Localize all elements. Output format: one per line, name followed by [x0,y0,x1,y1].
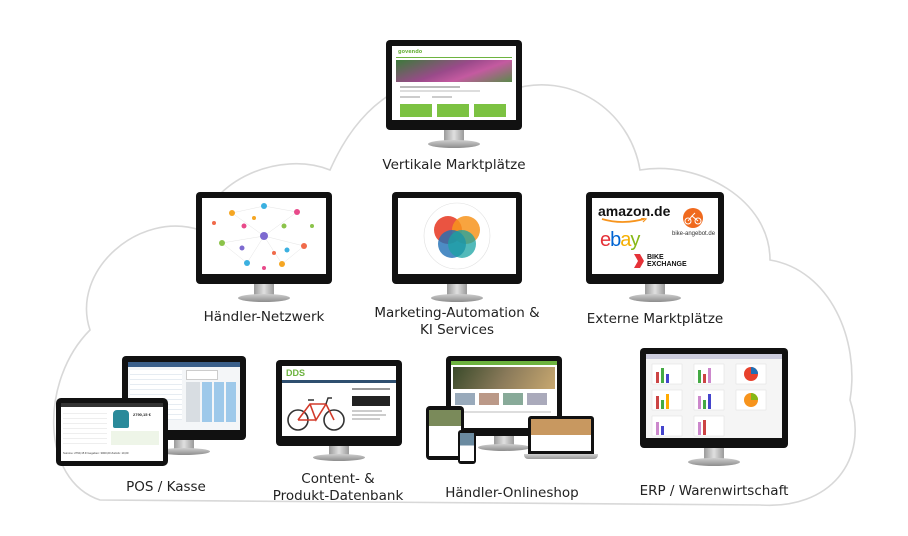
tablet-price: 2790,15 € [133,412,151,417]
label-dealer-network: Händler-Netzwerk [203,309,325,325]
amazon-smile-icon [601,218,648,223]
label-line: Produkt-Datenbank [272,488,404,504]
label-marketing-automation: Marketing-Automation & KI Services [352,305,562,339]
cyclist-icon [683,208,703,228]
product-image [113,410,129,428]
label-line: KI Services [419,322,495,338]
label-vertical-marketplaces: Vertikale Marktplätze [382,157,526,173]
category-tile [437,104,469,117]
site-logo: govendo [398,49,423,55]
hero-image [396,60,512,82]
pos-tablet: 2790,15 € Summe: 2790,15 € Gegeben: 3000… [56,398,168,466]
node-marketing-automation [392,192,522,304]
screen [646,354,782,438]
bike-exchange-word: BIKE [647,254,664,261]
label-erp: ERP / Warenwirtschaft [639,483,789,499]
bicycle-icon [287,397,345,431]
bike-exchange-word: EXCHANGE [647,261,687,268]
amazon-logo: amazon.de [598,203,671,219]
label-content-db: Content- & Produkt-Datenbank [238,471,438,505]
label-pos: POS / Kasse [126,479,206,495]
dds-logo: DDS [286,368,306,378]
shop-phone [458,430,476,464]
label-external-marketplaces: Externe Marktplätze [586,311,724,327]
node-external-marketplaces: amazon.de ebay bike-angebot.de BIK [586,192,724,304]
label-line: Content- & [301,471,375,487]
tablet-footer: Summe: 2790,15 € Gegeben: 3000,00 Zurück… [63,451,129,455]
screen: govendo [392,46,516,120]
label-online-shop: Händler-Onlineshop [445,485,579,501]
venn-diagram [423,202,491,270]
screen: DDS [282,366,396,436]
node-erp [640,348,788,468]
category-tile [400,104,432,117]
node-content-db: DDS [276,360,402,464]
label-line: Marketing-Automation & [374,305,540,321]
node-dealer-network [196,192,332,304]
bike-angebot-logo: bike-angebot.de [672,231,716,237]
node-vertical-marketplaces: govendo [386,40,522,150]
ebay-logo: ebay [600,229,640,251]
node-online-shop [424,356,604,472]
node-pos: 2790,15 € Summe: 2790,15 € Gegeben: 3000… [56,356,246,470]
monitor: govendo [386,40,522,150]
bike-exchange-icon [634,254,644,268]
pos-keypad [202,382,238,422]
bike-exchange-logo: BIKE EXCHANGE [647,254,687,268]
network-graph [212,203,314,270]
shop-tablet [426,406,464,460]
hero-image [453,367,555,389]
screen: amazon.de ebay bike-angebot.de BIK [592,198,718,274]
screen [398,198,516,274]
shop-laptop [524,416,598,460]
category-tile [474,104,506,117]
dashboard-charts [651,363,767,437]
screen [202,198,326,274]
